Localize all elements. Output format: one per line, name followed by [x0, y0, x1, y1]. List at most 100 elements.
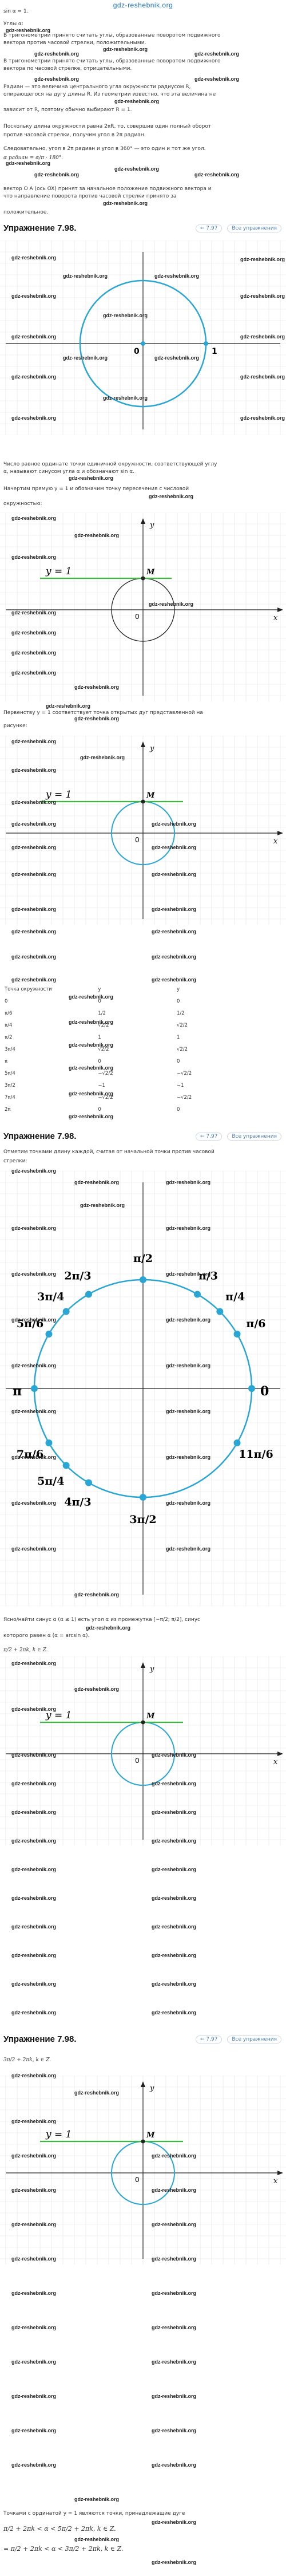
y-axis-label: y [149, 521, 154, 530]
angle-point [216, 1308, 224, 1315]
watermark: gdz-reshebnik.org [11, 1838, 57, 1844]
angle-label: 3π/2 [129, 1513, 156, 1526]
watermark: gdz-reshebnik.org [166, 1363, 211, 1368]
table-cell: 7π/4 [5, 1094, 15, 1100]
table-cell: √2/2 [98, 1046, 109, 1052]
watermark: gdz-reshebnik.org [6, 27, 51, 33]
watermark: gdz-reshebnik.org [11, 1809, 57, 1815]
origin-point [141, 341, 145, 346]
exercise-nav: ← 7.97 Все упражнения [192, 2035, 281, 2044]
watermark: gdz-reshebnik.org [11, 1867, 57, 1872]
prev-exercise-button[interactable]: ← 7.97 [196, 2035, 223, 2044]
text-line: Отметим точками длину каждой, считая от … [3, 1149, 214, 1155]
formula: 3π/2 + 2πk, k ∈ Z. [3, 2057, 51, 2063]
point-m-label: M [146, 1712, 155, 1721]
watermark: gdz-reshebnik.org [11, 954, 57, 960]
site-logo[interactable]: gdz-reshebnik.org [113, 1, 173, 9]
angle-label-pi: π [13, 1384, 22, 1399]
angle-point [45, 1331, 53, 1338]
table-cell: −√2/2 [176, 1070, 192, 1076]
watermark: gdz-reshebnik.org [69, 1114, 114, 1119]
table-cell: π [5, 1058, 8, 1064]
exercise-heading: Упражнение 7.98. [3, 2034, 77, 2044]
grid [0, 1656, 286, 1845]
watermark: gdz-reshebnik.org [149, 494, 194, 499]
watermark: gdz-reshebnik.org [152, 2559, 197, 2565]
angle-point [140, 1276, 146, 1283]
watermark: gdz-reshebnik.org [34, 51, 80, 57]
watermark: gdz-reshebnik.org [152, 2519, 197, 2525]
angle-label: 3π/4 [37, 1291, 64, 1303]
watermark: gdz-reshebnik.org [166, 1225, 211, 1231]
formula: = π/2 + 2πk < α < 3π/2 + 2πk, k ∈ Z. [3, 2545, 124, 2553]
sine-line-figure-3: y x y = 1 M 0 [0, 1656, 286, 1845]
angle-label: π/6 [246, 1317, 265, 1330]
table-cell: π/4 [5, 1022, 13, 1028]
point-m [141, 1720, 145, 1725]
watermark: gdz-reshebnik.org [152, 1867, 197, 1872]
watermark: gdz-reshebnik.org [69, 475, 114, 481]
y-axis-arrow [141, 2081, 145, 2087]
watermark: gdz-reshebnik.org [6, 160, 51, 166]
watermark: gdz-reshebnik.org [11, 1168, 57, 1174]
prev-exercise-button[interactable]: ← 7.97 [196, 224, 223, 232]
watermark: gdz-reshebnik.org [69, 1019, 114, 1025]
watermark: gdz-reshebnik.org [74, 2496, 120, 2502]
text-line: Углы α: [3, 21, 23, 27]
watermark: gdz-reshebnik.org [11, 1454, 57, 1460]
angle-point [62, 1308, 70, 1315]
watermark: gdz-reshebnik.org [152, 2462, 197, 2468]
table-cell: 1 [98, 1034, 101, 1040]
table-row: 5π/4−√2/2−√2/2 [3, 1067, 249, 1079]
watermark: gdz-reshebnik.org [152, 977, 197, 983]
watermark: gdz-reshebnik.org [11, 2153, 57, 2159]
text-line: рисунке: [3, 723, 27, 729]
watermark: gdz-reshebnik.org [11, 334, 57, 340]
watermark: gdz-reshebnik.org [11, 2010, 57, 2015]
watermark: gdz-reshebnik.org [63, 273, 108, 279]
watermark: gdz-reshebnik.org [11, 845, 57, 850]
all-exercises-button[interactable]: Все упражнения [227, 2035, 281, 2044]
watermark: gdz-reshebnik.org [11, 1781, 57, 1786]
watermark: gdz-reshebnik.org [194, 51, 240, 57]
table-cell: −√2/2 [176, 1094, 192, 1100]
table-cell: 0 [98, 1058, 101, 1064]
watermark: gdz-reshebnik.org [11, 1895, 57, 1901]
watermark: gdz-reshebnik.org [152, 2010, 197, 2015]
watermark: gdz-reshebnik.org [103, 200, 148, 206]
watermark: gdz-reshebnik.org [166, 1546, 211, 1552]
all-exercises-button[interactable]: Все упражнения [227, 1133, 281, 1141]
watermark: gdz-reshebnik.org [152, 2153, 197, 2159]
watermark: gdz-reshebnik.org [240, 374, 285, 380]
exercise-nav: ← 7.97 Все упражнения [192, 224, 281, 232]
text-line: Ясно/найти синус α (α ≤ 1) есть угол α и… [3, 1617, 201, 1623]
column-header: y [98, 986, 101, 992]
watermark: gdz-reshebnik.org [11, 906, 57, 912]
one-label: 1 [212, 347, 217, 356]
point-m [141, 799, 145, 804]
angle-point [248, 1385, 255, 1392]
prev-exercise-button[interactable]: ← 7.97 [196, 1133, 223, 1141]
watermark: gdz-reshebnik.org [11, 2187, 57, 2193]
origin-label: 0 [135, 1757, 140, 1765]
y-axis-arrow [141, 518, 145, 524]
x-axis-label: x [273, 614, 278, 622]
table-cell: −√2/2 [98, 1070, 113, 1076]
table-cell: −1 [98, 1082, 105, 1088]
watermark: gdz-reshebnik.org [152, 1809, 197, 1815]
watermark: gdz-reshebnik.org [166, 1179, 211, 1185]
watermark: gdz-reshebnik.org [69, 1042, 114, 1048]
watermark: gdz-reshebnik.org [80, 1202, 125, 1208]
table-cell: 1/2 [98, 1010, 106, 1016]
table-cell: √2/2 [98, 1022, 109, 1028]
table-row: 7π/4−√2/2−√2/2 [3, 1091, 249, 1103]
watermark: gdz-reshebnik.org [154, 355, 200, 361]
text-line: что направление поворота против часовой … [3, 194, 177, 199]
watermark: gdz-reshebnik.org [11, 2290, 57, 2296]
watermark: gdz-reshebnik.org [166, 1271, 211, 1277]
all-exercises-button[interactable]: Все упражнения [227, 224, 281, 232]
angle-label: 7π/6 [17, 1448, 43, 1461]
angle-point [194, 1291, 201, 1298]
watermark: gdz-reshebnik.org [11, 554, 57, 560]
watermark: gdz-reshebnik.org [11, 255, 57, 261]
